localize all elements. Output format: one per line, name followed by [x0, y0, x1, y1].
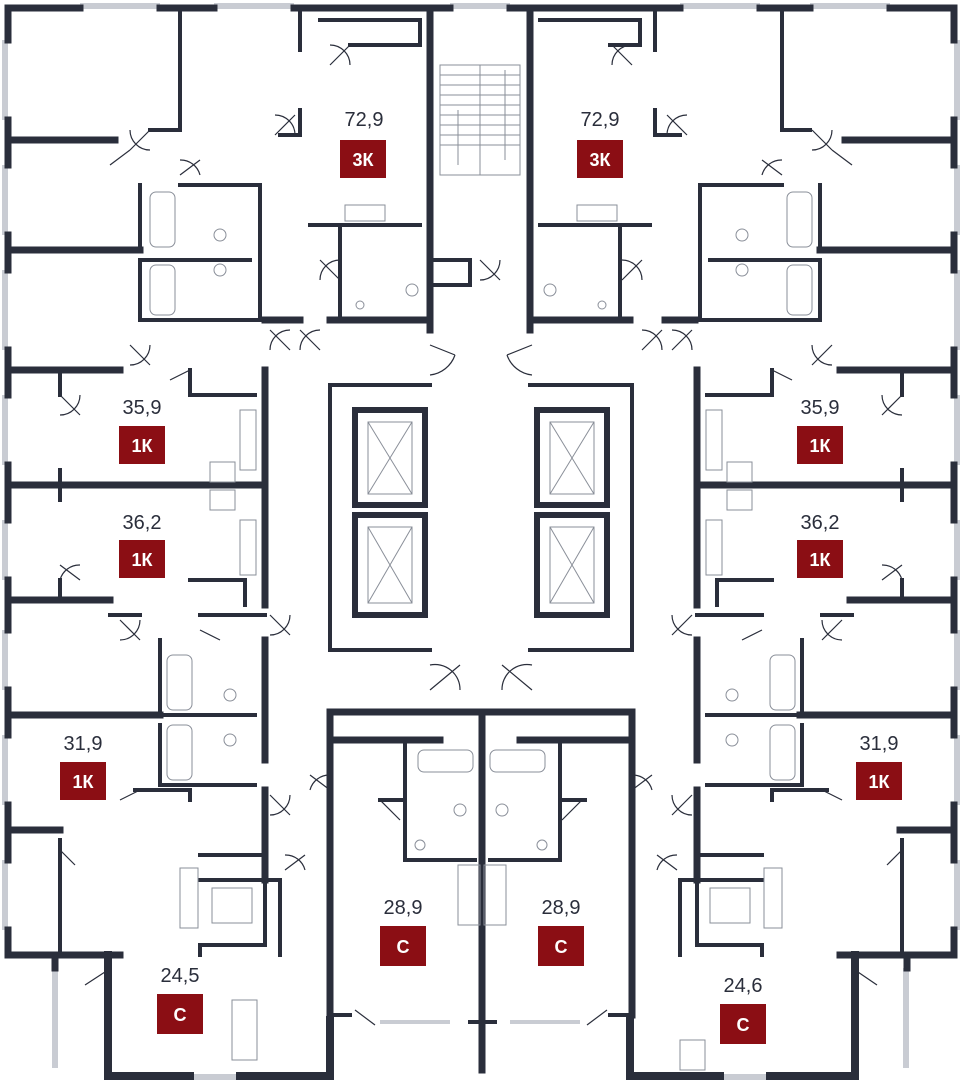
type-badge — [720, 1004, 766, 1044]
type-label: С — [555, 937, 568, 957]
apartment-label[interactable]: 35,9 1К — [797, 397, 843, 464]
type-badge — [60, 762, 106, 800]
type-label: 1К — [132, 436, 154, 456]
type-label: С — [397, 937, 410, 957]
type-badge — [577, 140, 623, 178]
apartment-label[interactable]: 24,5 С — [157, 965, 203, 1034]
type-badge — [797, 426, 843, 464]
type-label: 1К — [73, 772, 95, 792]
type-label: С — [174, 1005, 187, 1025]
apartment-label[interactable]: 35,9 1К — [119, 397, 165, 464]
type-badge — [856, 762, 902, 800]
type-label: 1К — [810, 436, 832, 456]
apartment-label[interactable]: 31,9 1К — [60, 733, 106, 800]
type-label: 3К — [590, 150, 612, 170]
type-badge — [119, 426, 165, 464]
type-badge — [538, 926, 584, 966]
area-value: 72,9 — [581, 109, 620, 131]
type-label: С — [737, 1015, 750, 1035]
type-badge — [340, 140, 386, 178]
type-badge — [119, 540, 165, 578]
area-value: 35,9 — [801, 397, 840, 419]
elevator-shafts — [352, 407, 610, 618]
apartment-label[interactable]: 28,9 С — [538, 897, 584, 966]
apartment-label[interactable]: 36,2 1К — [119, 512, 165, 578]
area-value: 72,9 — [345, 109, 384, 131]
area-value: 36,2 — [123, 512, 162, 534]
plumbing-fixtures — [149, 191, 813, 1071]
apartment-label[interactable]: 72,9 3К — [577, 109, 623, 178]
apartment-label[interactable]: 36,2 1К — [797, 512, 843, 578]
type-badge — [157, 994, 203, 1034]
type-label: 3К — [353, 150, 375, 170]
area-value: 36,2 — [801, 512, 840, 534]
type-label: 1К — [869, 772, 891, 792]
walls — [4, 4, 958, 1080]
staircase — [439, 64, 521, 176]
area-value: 28,9 — [384, 897, 423, 919]
type-label: 1К — [810, 550, 832, 570]
area-value: 35,9 — [123, 397, 162, 419]
area-value: 24,5 — [161, 965, 200, 987]
type-label: 1К — [132, 550, 154, 570]
apartment-label[interactable]: 28,9 С — [380, 897, 426, 966]
area-value: 31,9 — [860, 733, 899, 755]
type-badge — [380, 926, 426, 966]
area-value: 28,9 — [542, 897, 581, 919]
door-swings — [59, 44, 903, 1026]
apartment-label[interactable]: 24,6 С — [720, 975, 766, 1044]
apartment-label[interactable]: 31,9 1К — [856, 733, 902, 800]
apartment-label[interactable]: 72,9 3К — [340, 109, 386, 178]
type-badge — [797, 540, 843, 578]
area-value: 31,9 — [64, 733, 103, 755]
windows — [2, 3, 960, 1080]
area-value: 24,6 — [724, 975, 763, 997]
apartment-labels: 72,9 3К 72,9 3К 35,9 1К 35,9 1К 36,2 1К … — [60, 109, 902, 1044]
